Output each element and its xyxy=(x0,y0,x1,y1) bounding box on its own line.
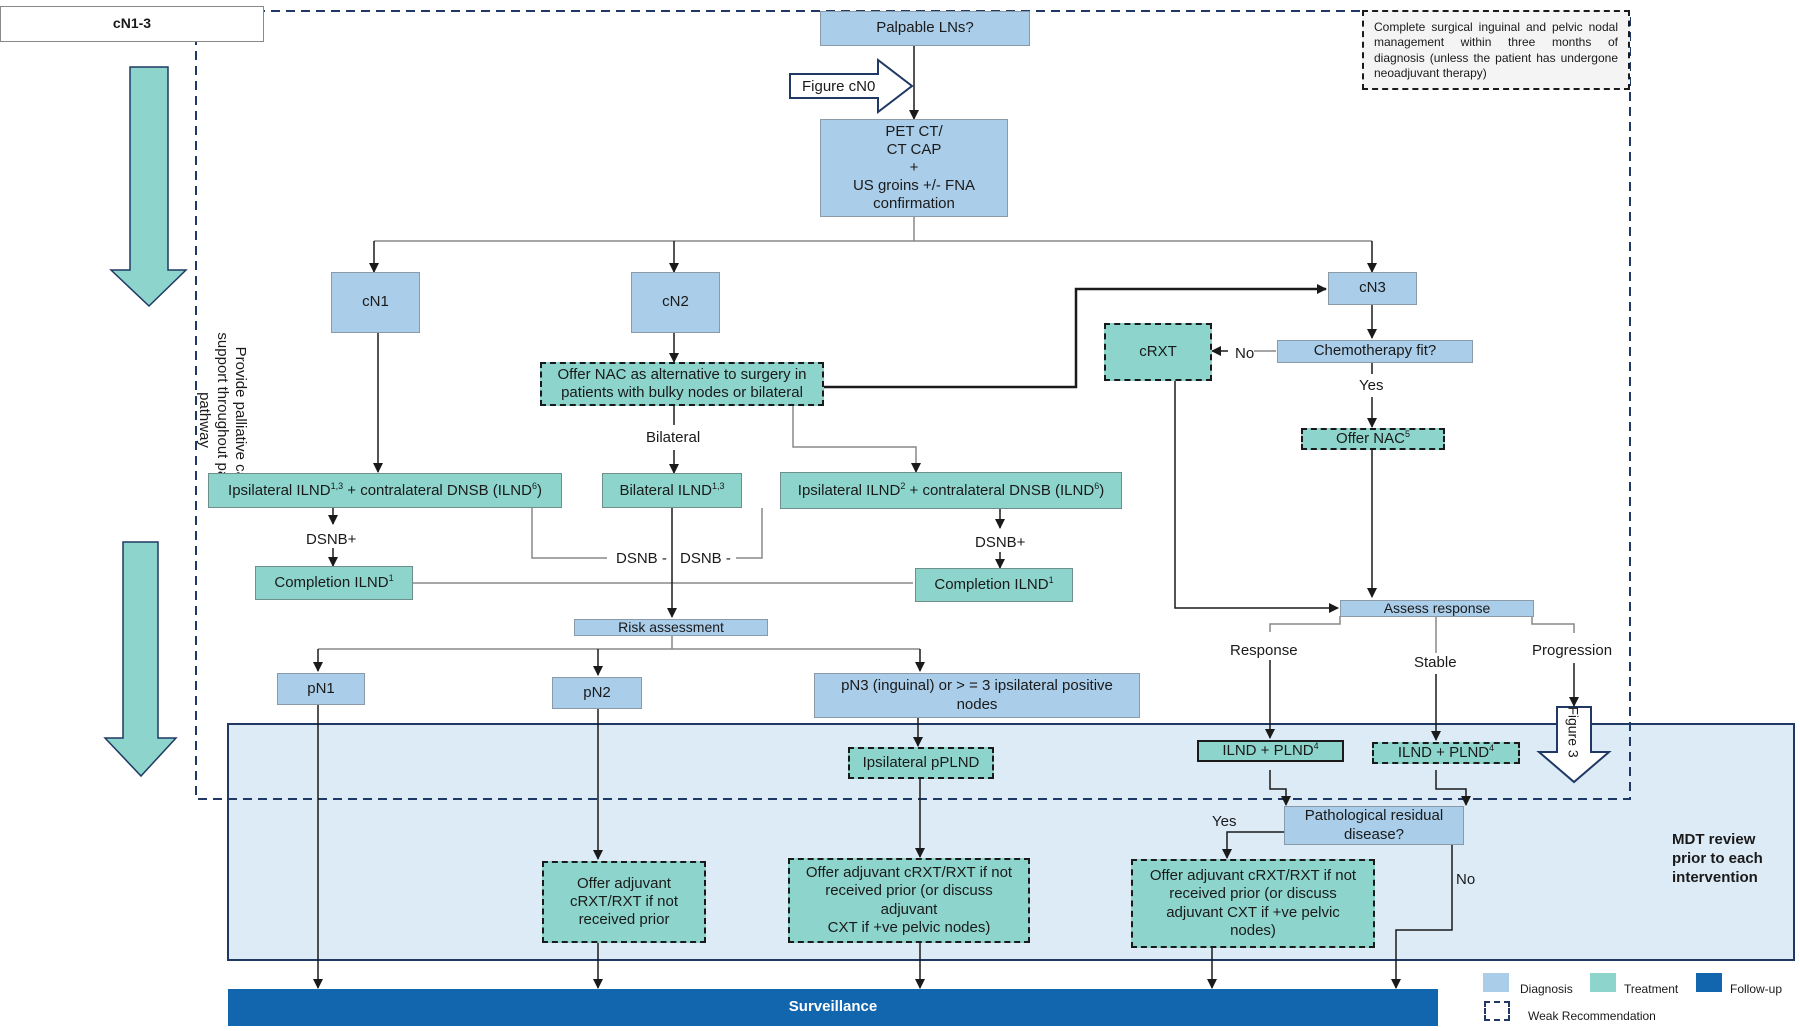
edge-path-yes xyxy=(1222,831,1284,859)
node-offer-nac-bulky: Offer NAC as alternative to surgery in p… xyxy=(540,362,824,406)
node-adjuvant-cn3: Offer adjuvant cRXT/RXT if not received … xyxy=(1131,859,1375,948)
node-cn2-ilnd: Ipsilateral ILND2 + contralateral DNSB (… xyxy=(780,472,1122,509)
edge-dsnbneg-right xyxy=(736,508,763,559)
edge-assess-response-top xyxy=(1269,616,1341,632)
edge-assess-progression-top xyxy=(1531,616,1575,633)
node-adjuvant-pn2: Offer adjuvant cRXT/RXT if not received … xyxy=(542,861,706,943)
figure3-label: Figure 3 xyxy=(1565,706,1582,758)
figure3-arrow xyxy=(1536,706,1612,784)
figure-cn0-arrow xyxy=(789,57,914,115)
label-dsnb-neg-left: DSNB - xyxy=(616,550,667,567)
node-crxt: cRXT xyxy=(1104,323,1212,381)
label-no-path: No xyxy=(1456,871,1476,888)
cn1-ilnd-text: Ipsilateral ILND1,3 + contralateral DNSB… xyxy=(228,480,542,499)
node-assess-response: Assess response xyxy=(1340,600,1534,617)
node-adjuvant-pn3: Offer adjuvant cRXT/RXT if not received … xyxy=(788,858,1030,943)
petct-line-5: confirmation xyxy=(873,195,955,212)
label-dsnb-neg-right: DSNB - xyxy=(680,550,731,567)
label-response: Response xyxy=(1230,642,1298,659)
node-completion-ilnd-right: Completion ILND1 xyxy=(915,568,1073,602)
node-cn3: cN3 xyxy=(1328,272,1417,305)
legend-swatch-diagnosis xyxy=(1483,973,1509,992)
node-cn1-ilnd: Ipsilateral ILND1,3 + contralateral DNSB… xyxy=(208,473,562,508)
node-chemo-fit: Chemotherapy fit? xyxy=(1277,340,1473,363)
petct-line-2: CT CAP xyxy=(886,141,942,158)
edge-offernac-cn2ilnd xyxy=(792,406,921,473)
node-offer-nac: Offer NAC5 xyxy=(1301,428,1445,450)
label-yes-chemo: Yes xyxy=(1359,377,1384,394)
node-bilateral-ilnd: Bilateral ILND1,3 xyxy=(602,473,742,508)
node-pn3: pN3 (inguinal) or > = 3 ipsilateral posi… xyxy=(814,673,1140,718)
mdt-review-text: MDT review prior to each intervention xyxy=(1672,831,1763,887)
node-completion-ilnd-left: Completion ILND1 xyxy=(255,566,413,600)
legend-label-treatment: Treatment xyxy=(1624,982,1679,996)
edge-path-no xyxy=(1391,845,1453,989)
node-cn2: cN2 xyxy=(631,272,720,333)
cn2-ilnd-text: Ipsilateral ILND2 + contralateral DNSB (… xyxy=(797,480,1105,499)
node-pn1: pN1 xyxy=(277,673,365,705)
node-risk-assessment: Risk assessment xyxy=(574,619,768,636)
bilateral-ilnd-text: Bilateral ILND1,3 xyxy=(619,480,725,499)
pathway-arrow-top xyxy=(109,66,188,308)
node-ipsi-pplnd: Ipsilateral pPLND xyxy=(848,747,994,779)
stage-label-text: cN1-3 xyxy=(112,15,152,32)
node-ilnd-plnd-response: ILND + PLND4 xyxy=(1197,740,1344,762)
stage-label: cN1-3 xyxy=(0,6,264,42)
label-dsnb-pos-right: DSNB+ xyxy=(975,534,1026,551)
edge-ilndb-path xyxy=(1435,770,1471,806)
label-progression: Progression xyxy=(1532,642,1613,659)
figure-cn0-label: Figure cN0 xyxy=(802,78,876,95)
node-pn2: pN2 xyxy=(552,677,642,709)
offer-nac-line-2: patients with bulky nodes or bilateral xyxy=(561,384,803,401)
label-no-chemo: No xyxy=(1235,345,1255,362)
legend-swatch-treatment xyxy=(1590,973,1616,992)
legend-label-weak: Weak Recommendation xyxy=(1528,1009,1656,1023)
label-dsnb-pos-left: DSNB+ xyxy=(306,531,357,548)
label-yes-path: Yes xyxy=(1212,813,1237,830)
node-surveillance: Surveillance xyxy=(228,989,1438,1026)
dashed-scope-frame xyxy=(195,10,1631,800)
legend-swatch-followup xyxy=(1696,973,1722,992)
timing-note: Complete surgical inguinal and pelvic no… xyxy=(1362,10,1630,90)
petct-line-3: + xyxy=(909,159,919,176)
node-pathological-residual: Pathological residual disease? xyxy=(1284,806,1464,845)
edge-ilnda-path xyxy=(1269,770,1291,806)
pathway-arrow-bottom xyxy=(103,541,178,778)
label-bilateral: Bilateral xyxy=(646,429,701,446)
label-stable: Stable xyxy=(1414,654,1457,671)
legend-label-followup: Follow-up xyxy=(1730,982,1783,996)
petct-line-4: US groins +/- FNA xyxy=(852,177,976,194)
legend-label-diagnosis: Diagnosis xyxy=(1520,982,1573,996)
edge-crxt-assess xyxy=(1174,381,1339,613)
edge-offernac-cn3 xyxy=(824,284,1327,389)
node-petct: PET CT/ CT CAP + US groins +/- FNA confi… xyxy=(820,119,1008,217)
legend-swatch-weak xyxy=(1484,1001,1510,1021)
node-cn1: cN1 xyxy=(331,272,420,333)
edge-dsnbneg-left xyxy=(531,508,607,559)
node-palpable-lns: Palpable LNs? xyxy=(820,11,1030,46)
node-ilnd-plnd-stable: ILND + PLND4 xyxy=(1372,742,1520,764)
offer-nac-line-1: Offer NAC as alternative to surgery in xyxy=(557,366,807,383)
petct-line-1: PET CT/ xyxy=(885,123,943,140)
